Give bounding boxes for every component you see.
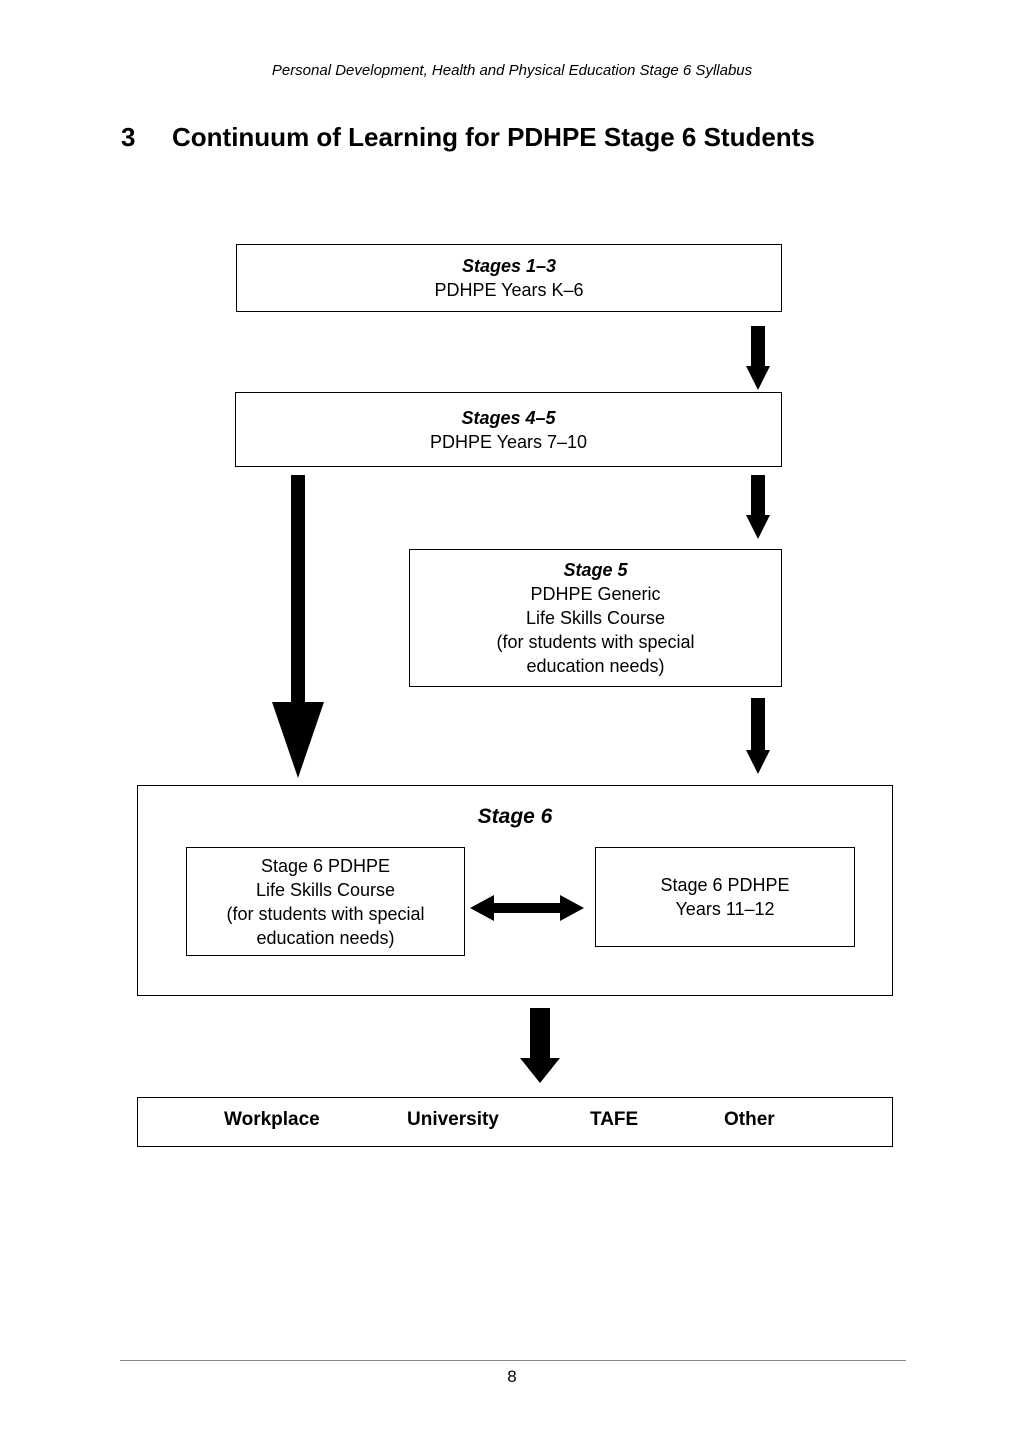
- page-number: 8: [507, 1367, 517, 1386]
- arrow-down-icon: [746, 698, 770, 774]
- stage-6-years-box: Stage 6 PDHPE Years 11–12: [595, 847, 855, 947]
- stage-6-years-line: Years 11–12: [675, 899, 775, 919]
- destination-other: Other: [724, 1109, 775, 1130]
- stage-6-title: Stage 6: [477, 805, 553, 828]
- stage-6-life-skills-line: Life Skills Course: [255, 879, 396, 900]
- footer-rule: [120, 1360, 906, 1361]
- double-arrow-icon: [470, 895, 584, 921]
- stages-4-5-title: Stages 4–5: [461, 407, 556, 428]
- stages-1-3-box: Stages 1–3 PDHPE Years K–6: [236, 244, 782, 312]
- arrow-down-icon: [746, 475, 770, 539]
- running-header: Personal Development, Health and Physica…: [271, 62, 753, 79]
- section-number: 3: [121, 122, 136, 152]
- section-heading: 3 Continuum of Learning for PDHPE Stage …: [121, 122, 815, 153]
- section-title: Continuum of Learning for PDHPE Stage 6 …: [172, 122, 815, 152]
- stages-4-5-text: PDHPE Years 7–10: [429, 431, 588, 452]
- stages-1-3-text: PDHPE Years K–6: [434, 280, 584, 300]
- stage-6-life-skills-box: Stage 6 PDHPE Life Skills Course (for st…: [186, 847, 465, 956]
- destination-university: University: [407, 1109, 499, 1130]
- stage-6-life-skills-line: (for students with special: [226, 903, 425, 924]
- stage-5-line: education needs): [526, 656, 665, 676]
- stage-5-line: PDHPE Generic: [530, 584, 661, 604]
- stage-5-title: Stage 5: [563, 560, 628, 580]
- stage-5-line: Life Skills Course: [525, 608, 666, 628]
- stage-6-life-skills-line: Stage 6 PDHPE: [260, 855, 391, 876]
- stages-4-5-box: Stages 4–5 PDHPE Years 7–10: [235, 392, 782, 467]
- arrow-down-icon: [520, 1008, 560, 1083]
- stage-5-box: Stage 5 PDHPE Generic Life Skills Course…: [409, 549, 782, 687]
- stage-5-line: (for students with special: [496, 632, 695, 652]
- stage-6-life-skills-line: education needs): [256, 927, 395, 948]
- stages-1-3-title: Stages 1–3: [461, 256, 557, 276]
- destinations-box: Workplace University TAFE Other: [137, 1097, 893, 1147]
- large-arrow-down-icon: [272, 475, 324, 778]
- destination-tafe: TAFE: [590, 1109, 639, 1130]
- destination-workplace: Workplace: [224, 1109, 320, 1130]
- stage-6-years-line: Stage 6 PDHPE: [660, 875, 790, 895]
- arrow-down-icon: [746, 326, 770, 390]
